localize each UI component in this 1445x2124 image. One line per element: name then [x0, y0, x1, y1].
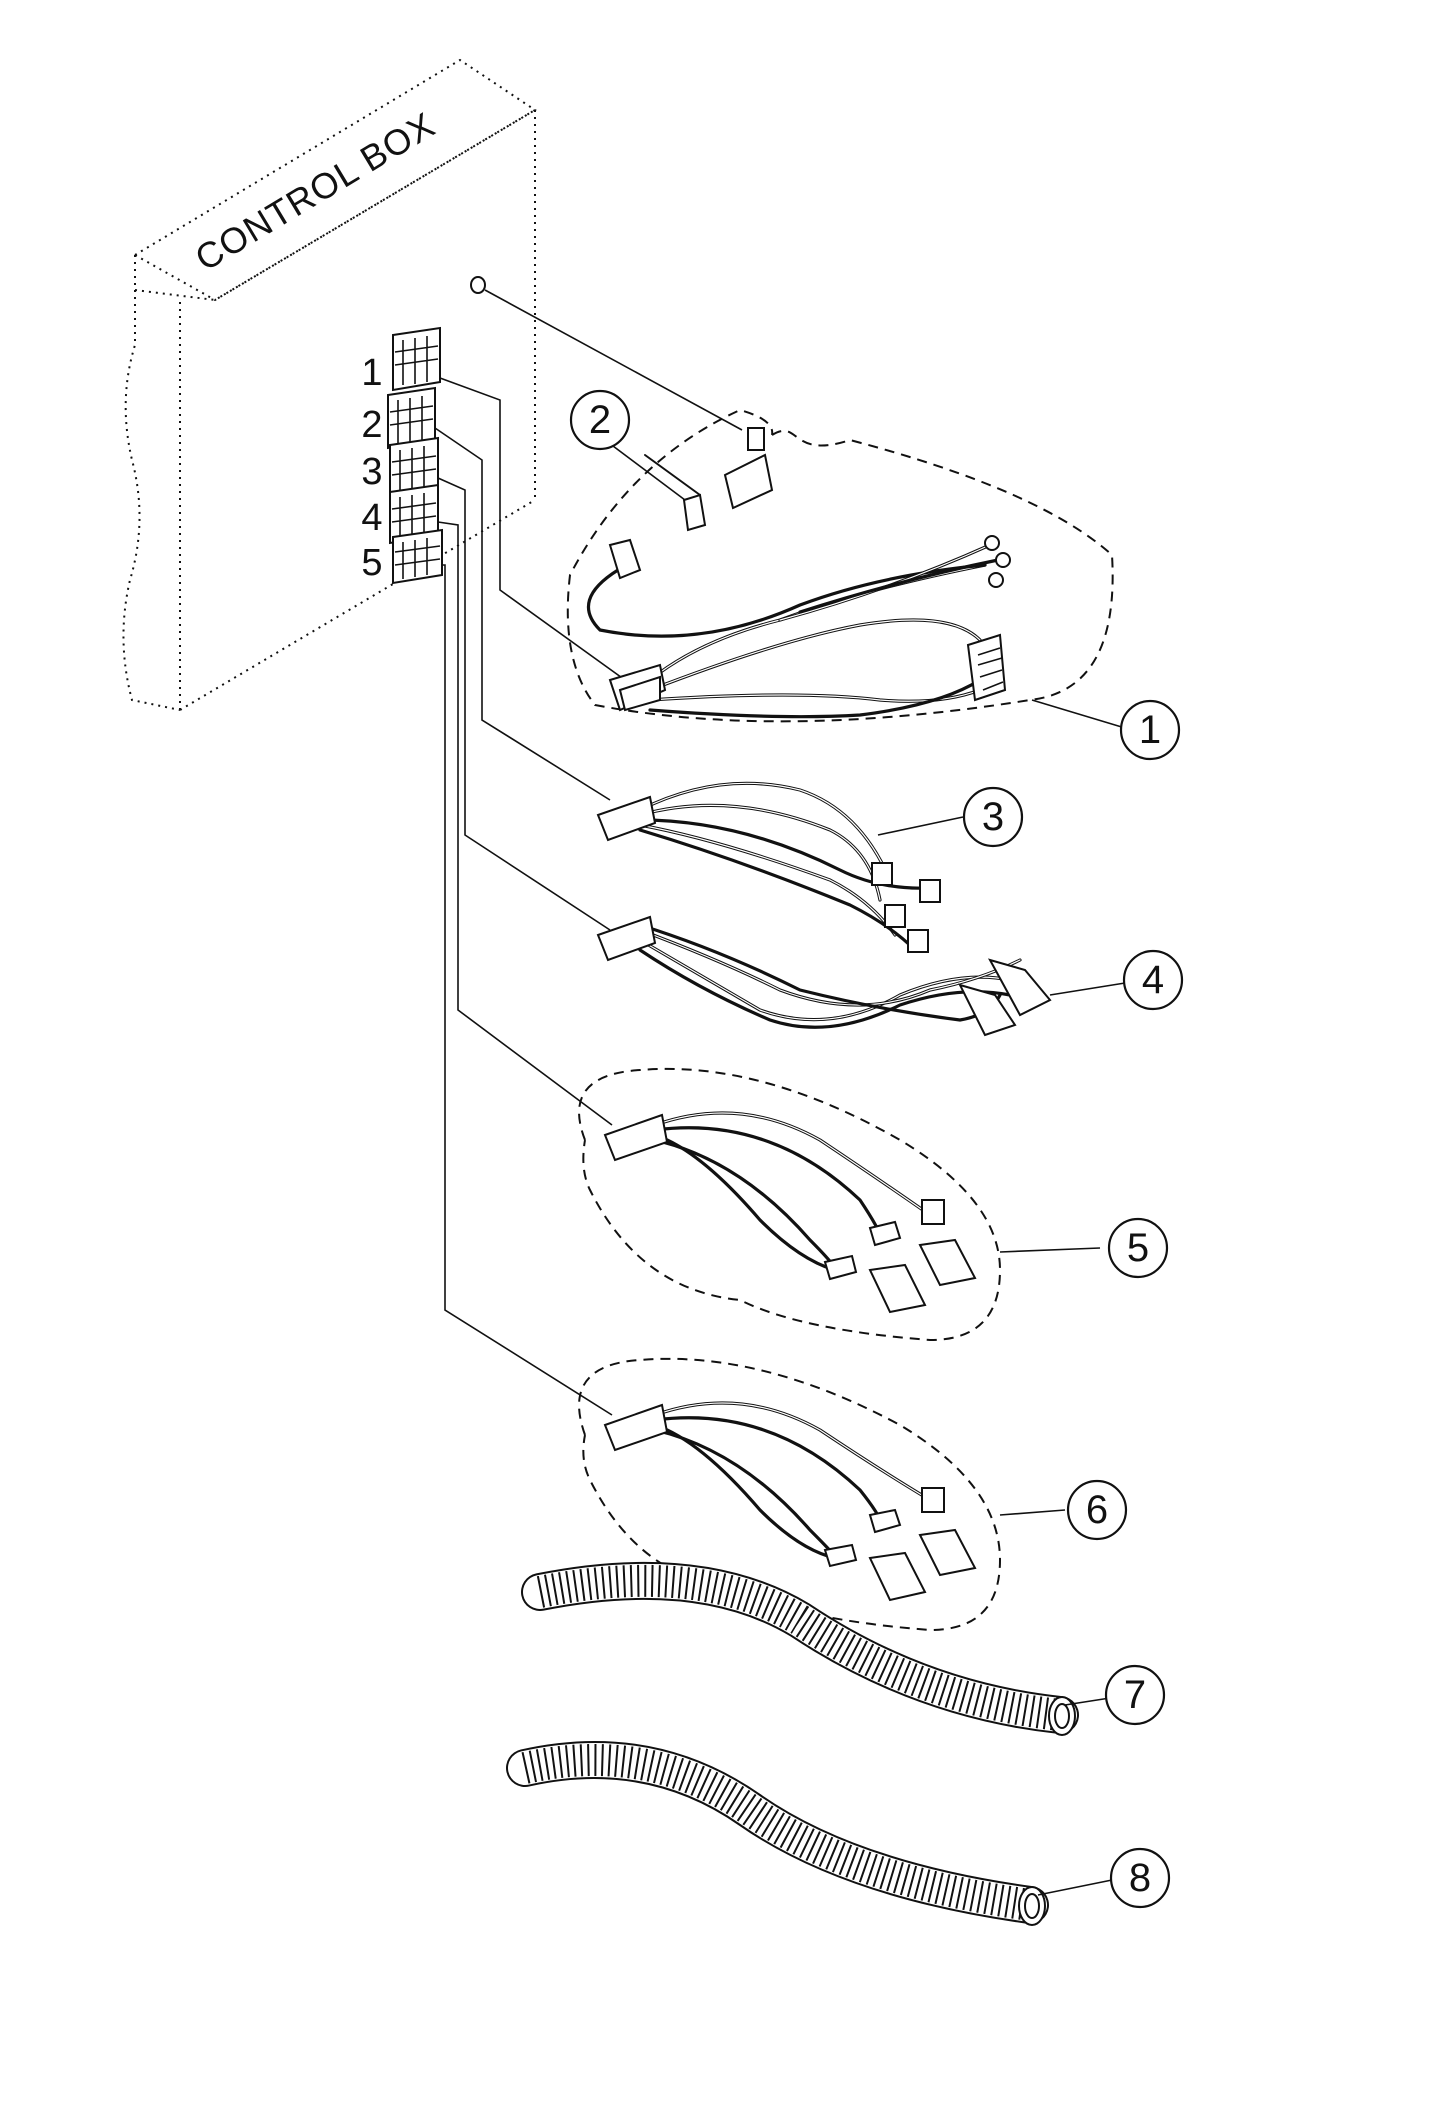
- harness-3: [596, 781, 941, 953]
- mounting-hole: [470, 276, 486, 294]
- port-5[interactable]: [392, 528, 443, 585]
- conduit-8: [506, 1741, 1049, 1926]
- leader-lines: [434, 289, 743, 1416]
- harness-3-connector: [596, 795, 657, 842]
- svg-text:2: 2: [589, 398, 611, 442]
- svg-text:8: 8: [1129, 1856, 1151, 1900]
- port-label-4: 4: [361, 497, 382, 539]
- callout-6: 6: [1066, 1479, 1128, 1541]
- callout-3: 3: [962, 786, 1024, 848]
- harness-6-connector: [603, 1403, 669, 1452]
- callouts: 1 2 3 4 5 6 7 8: [569, 389, 1184, 1909]
- ring-terminal: [988, 572, 1004, 588]
- harness-5-connector: [603, 1113, 669, 1162]
- port-label-5: 5: [361, 542, 382, 584]
- switch-body: [723, 453, 774, 510]
- part-2-connector: [682, 493, 707, 532]
- harness-5: [578, 1067, 1002, 1342]
- callout-8: 8: [1109, 1847, 1171, 1909]
- callout-7: 7: [1104, 1664, 1166, 1726]
- port-label-1: 1: [361, 352, 382, 394]
- control-box-label: CONTROL BOX: [188, 104, 442, 279]
- port-label-3: 3: [361, 451, 382, 493]
- ring-terminal: [984, 535, 1000, 551]
- harness-1: [566, 408, 1114, 723]
- harness-6: [578, 1357, 1002, 1632]
- harness-1-end-connector: [966, 633, 1007, 702]
- svg-text:5: 5: [1127, 1226, 1149, 1270]
- control-box: CONTROL BOX: [122, 58, 537, 711]
- port-1[interactable]: [392, 326, 441, 392]
- svg-text:1: 1: [1139, 708, 1161, 752]
- ring-terminal: [995, 552, 1011, 568]
- callout-5: 5: [1107, 1217, 1169, 1279]
- svg-text:7: 7: [1124, 1673, 1146, 1717]
- callout-4: 4: [1122, 949, 1184, 1011]
- harness-4-end-connector: [987, 958, 1052, 1017]
- port-stack: 1 2 3 4 5: [361, 326, 443, 585]
- svg-text:4: 4: [1142, 958, 1164, 1002]
- conduit-7: [521, 1561, 1079, 1736]
- svg-text:6: 6: [1086, 1488, 1108, 1532]
- harness-4-connector: [596, 915, 657, 962]
- harness-4: [596, 915, 1052, 1037]
- svg-text:3: 3: [982, 795, 1004, 839]
- port-label-2: 2: [361, 404, 382, 446]
- callout-1: 1: [1119, 699, 1181, 761]
- callout-2: 2: [569, 389, 631, 451]
